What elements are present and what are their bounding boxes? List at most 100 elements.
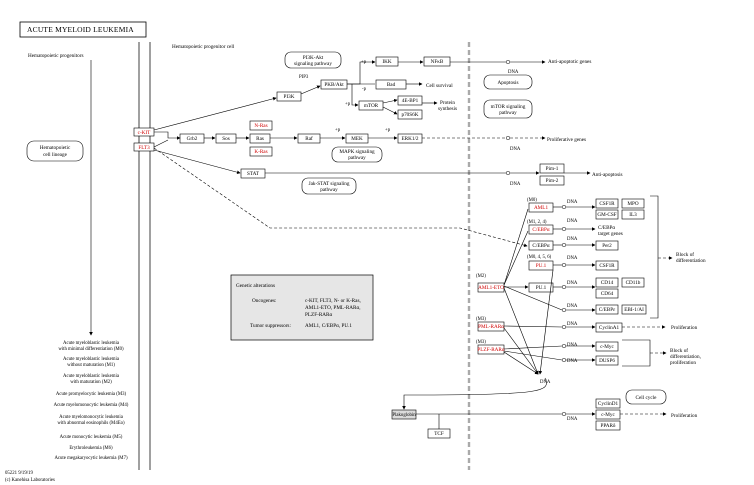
label-pi3k: PI3K — [284, 94, 295, 100]
dna-13: DNA — [540, 380, 551, 385]
label-cebpa2: C/EBPα — [532, 243, 549, 249]
node-cmyc2[interactable] — [595, 409, 621, 420]
node-ppard[interactable] — [595, 420, 621, 431]
node-cd14[interactable] — [595, 277, 619, 288]
node-mtor[interactable] — [358, 100, 384, 111]
node-pim2[interactable] — [539, 175, 565, 186]
node-pim1[interactable] — [539, 163, 565, 174]
dna-1: DNA — [508, 70, 519, 75]
label-ckit: c-KIT — [138, 130, 152, 136]
node-cyclina1[interactable] — [595, 322, 623, 333]
node-ikk[interactable] — [375, 56, 399, 67]
cebpa-targets-1: C/EBPα — [598, 225, 615, 231]
node-csf1r-a[interactable] — [595, 198, 619, 209]
label-csf1r-a: CSF1R — [599, 201, 615, 207]
label-m124: (M1, 2, 4) — [527, 220, 547, 225]
node-cebpe[interactable] — [595, 304, 619, 315]
node-ras[interactable] — [249, 133, 271, 144]
node-ebi[interactable] — [621, 304, 647, 315]
subtype-9: Acute megakaryocytic leukemia (M7) — [54, 456, 128, 461]
mapk-line1: MAPK signaling — [339, 149, 375, 155]
subtype-6a: Acute myelomonocytic leukemia — [59, 415, 124, 420]
dna-7: DNA — [567, 256, 578, 261]
label-plzf: PLZF-RARα — [477, 347, 505, 353]
label-pkb: PKB/Akt — [324, 82, 344, 88]
pathway-jak[interactable] — [301, 177, 357, 195]
node-p70s6k[interactable] — [397, 109, 423, 120]
node-cebpa[interactable] — [528, 224, 554, 235]
label-stat: STAT — [247, 171, 260, 177]
connectors — [153, 59, 673, 429]
node-stat[interactable] — [240, 168, 266, 179]
node-pu1[interactable] — [528, 260, 554, 271]
pathway-mtor[interactable] — [483, 99, 533, 119]
onco-line-2: AML1-ETO, PML-RARα, — [305, 305, 361, 311]
pathway-pi3k[interactable] — [284, 51, 342, 69]
label-cmyc2: c-Myc — [601, 412, 615, 418]
node-csf1r-b[interactable] — [595, 260, 619, 271]
label-pu1: PU.1 — [536, 263, 547, 269]
node-cmyc[interactable] — [595, 341, 619, 352]
node-erk[interactable] — [397, 133, 423, 144]
node-mpo[interactable] — [621, 198, 645, 209]
pi3k-line2: signaling pathway — [294, 61, 332, 67]
node-mek[interactable] — [345, 133, 369, 144]
label-p5: +p — [385, 128, 391, 133]
pathway-mapk[interactable] — [331, 146, 383, 163]
pathway-cellcycle[interactable] — [625, 389, 667, 405]
label-nfkb: NFκB — [431, 59, 444, 65]
mtor-line1: mTOR signaling — [491, 104, 526, 110]
cellcycle-label: Cell cycle — [636, 395, 658, 401]
node-dusp6[interactable] — [595, 355, 619, 366]
node-plzf[interactable] — [477, 344, 505, 355]
node-cebpa2[interactable] — [528, 240, 554, 251]
node-pu1b[interactable] — [528, 282, 554, 293]
label-cebpe: C/EBPε — [599, 307, 616, 313]
lineage-box[interactable] — [26, 140, 84, 162]
label-pu1b: PU.1 — [536, 285, 547, 291]
label-cell-survival: Cell survival — [426, 83, 453, 89]
node-pi3k[interactable] — [276, 91, 302, 102]
node-per2[interactable] — [595, 240, 619, 251]
node-plakoglobin[interactable] — [391, 409, 417, 420]
node-aml1eto[interactable] — [477, 282, 505, 293]
node-nras[interactable] — [249, 120, 273, 131]
dna-6: DNA — [567, 237, 578, 242]
cebpa-targets-2: target genes — [598, 231, 623, 237]
label-pim1: Pim-1 — [546, 166, 559, 172]
subtype-4: Acute promyelocytic leukemia (M3) — [56, 392, 127, 397]
subtype-8: Erythroleukemia (M6) — [69, 446, 113, 451]
node-cyclind1[interactable] — [595, 398, 621, 409]
label-p2: -p — [362, 87, 367, 92]
node-aml1[interactable] — [528, 202, 554, 213]
node-sos[interactable] — [215, 133, 237, 144]
label-m0456: (M0, 4, 5, 6) — [527, 255, 552, 260]
label-anti-apoptosis: Anti-apoptosis — [592, 172, 623, 178]
node-cd64[interactable] — [595, 288, 619, 299]
label-anti-apoptotic: Anti-apoptotic genes — [548, 59, 591, 65]
node-cd11b[interactable] — [621, 277, 645, 288]
node-nfkb[interactable] — [423, 56, 451, 67]
dna-8: DNA — [567, 281, 578, 286]
label-pml: PML-RARα — [478, 324, 504, 330]
node-bad[interactable] — [375, 79, 407, 90]
subtype-7: Acute monocytic leukemia (M5) — [60, 435, 123, 440]
pathway-apoptosis[interactable] — [483, 74, 533, 90]
node-kras[interactable] — [249, 146, 273, 157]
label-dusp6: DUSP6 — [599, 358, 615, 364]
lineage-line2: cell lineage — [43, 152, 67, 158]
node-pkb[interactable] — [320, 79, 348, 90]
node-raf[interactable] — [297, 133, 321, 144]
label-cyclind1: CyclinD1 — [598, 401, 619, 407]
block-dp-3: proliferation — [670, 359, 696, 366]
pi3k-line1: PI3K-Akt — [303, 55, 324, 61]
supp-line: AML1, C/EBPα, PU.1 — [305, 323, 352, 329]
genetic-heading: Genetic alterations — [236, 283, 275, 289]
label-grb2: Grb2 — [187, 136, 198, 142]
node-gmcsf[interactable] — [595, 209, 619, 220]
node-il3[interactable] — [621, 209, 645, 220]
label-ras: Ras — [256, 136, 264, 142]
node-4ebp1[interactable] — [397, 95, 423, 106]
node-pml[interactable] — [477, 321, 505, 332]
